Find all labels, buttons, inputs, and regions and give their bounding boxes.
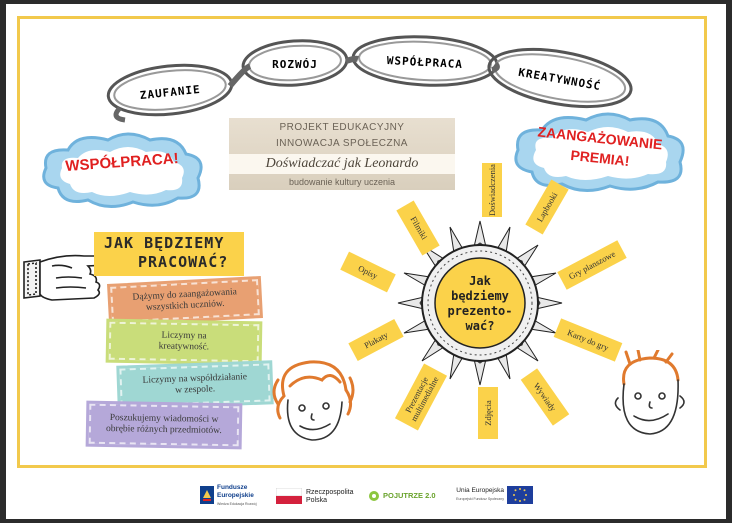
principle-text: Poszukujemy wiadomości w obrębie różnych…: [105, 413, 222, 437]
cloud-left: WSPÓŁPRACA!: [38, 130, 206, 210]
chain-word-zaufanie: ZAUFANIE: [139, 83, 201, 102]
fe-line-1: Fundusze: [217, 484, 248, 491]
funding-logos-bar: Fundusze Europejskie Wiedza Edukacja Roz…: [0, 476, 732, 516]
sun-center-line: wać?: [465, 319, 495, 333]
cloud-right: ZAANGAŻOWANIE PREMIA!: [510, 110, 690, 195]
project-line-2: INNOWACJA SPOŁECZNA: [276, 138, 408, 149]
ray-label: Doświadczenia: [482, 163, 502, 217]
sun-center-line: prezento-: [447, 304, 513, 318]
rp-line-1: Rzeczpospolita: [306, 489, 354, 496]
fe-line-3: Wiedza Edukacja Rozwój: [217, 502, 257, 506]
how-work-line-1: JAK BĘDZIEMY: [104, 234, 225, 252]
ue-line-2: Europejski Fundusz Społeczny: [456, 497, 504, 501]
principle-text: Liczymy na kreatywność.: [158, 330, 210, 353]
boy-face-drawing: [614, 350, 685, 435]
principle-text: Dążymy do zaangażowania wszystkich uczni…: [132, 287, 238, 314]
ray-text: Doświadczenia: [486, 164, 497, 216]
principle-stamp: Liczymy na kreatywność.: [105, 318, 263, 366]
fe-line-2: Europejskie: [217, 492, 254, 499]
fe-flag-icon: [200, 486, 214, 504]
sun-center-line: Jak: [469, 274, 491, 288]
sun-center-text: Jak będziemy prezento- wać?: [435, 256, 525, 352]
pojutrze-text: POJUTRZE 2.0: [383, 491, 436, 500]
project-title: Doświadczać jak Leonardo: [229, 154, 455, 174]
how-work-line-2: PRACOWAĆ?: [138, 253, 229, 271]
ray-text: Zdjęcia: [482, 400, 493, 426]
ray-text: Opisy: [356, 262, 380, 281]
logo-unia-europejska: Unia Europejska Europejski Fundusz Społe…: [452, 484, 534, 510]
sun-graphic: [397, 220, 563, 386]
project-subtitle: budowanie kultury uczenia: [288, 177, 396, 187]
chain-word-wspolpraca: WSPÓŁPRACA: [387, 54, 464, 71]
chain-word-kreatywnosc: KREATYWNOŚĆ: [517, 66, 602, 93]
eu-flag-icon: [507, 486, 533, 504]
chain-word-rozwoj: ROZWÓJ: [272, 58, 318, 71]
principle-stamp: Liczymy na współdziałanie w zespole.: [116, 359, 274, 411]
chain-graphic: ZAUFANIE ROZWÓJ WSPÓŁPRACA KREATYWNOŚĆ: [106, 35, 633, 123]
logo-fundusze-europejskie: Fundusze Europejskie Wiedza Edukacja Roz…: [200, 484, 270, 510]
ray-label: Zdjęcia: [478, 387, 498, 439]
principle-text: Liczymy na współdziałanie w zespole.: [142, 372, 248, 396]
logo-rzeczpospolita-polska: Rzeczpospolita Polska: [276, 486, 356, 508]
pojutrze-icon: [369, 491, 379, 501]
girl-face-drawing: [272, 360, 355, 441]
project-info-box: PROJEKT EDUKACYJNY INNOWACJA SPOŁECZNA D…: [229, 118, 455, 190]
sun-center-line: będziemy: [451, 289, 509, 303]
logo-pojutrze: POJUTRZE 2.0: [368, 488, 438, 506]
polish-flag-icon: [276, 488, 302, 504]
principle-stamp: Poszukujemy wiadomości w obrębie różnych…: [85, 400, 243, 450]
pointing-hand-icon: [23, 254, 129, 301]
rp-line-2: Polska: [306, 497, 328, 504]
project-line-1: PROJEKT EDUKACYJNY: [279, 122, 405, 133]
how-work-heading: JAK BĘDZIEMY PRACOWAĆ?: [94, 232, 244, 276]
ue-line-1: Unia Europejska: [456, 487, 504, 494]
